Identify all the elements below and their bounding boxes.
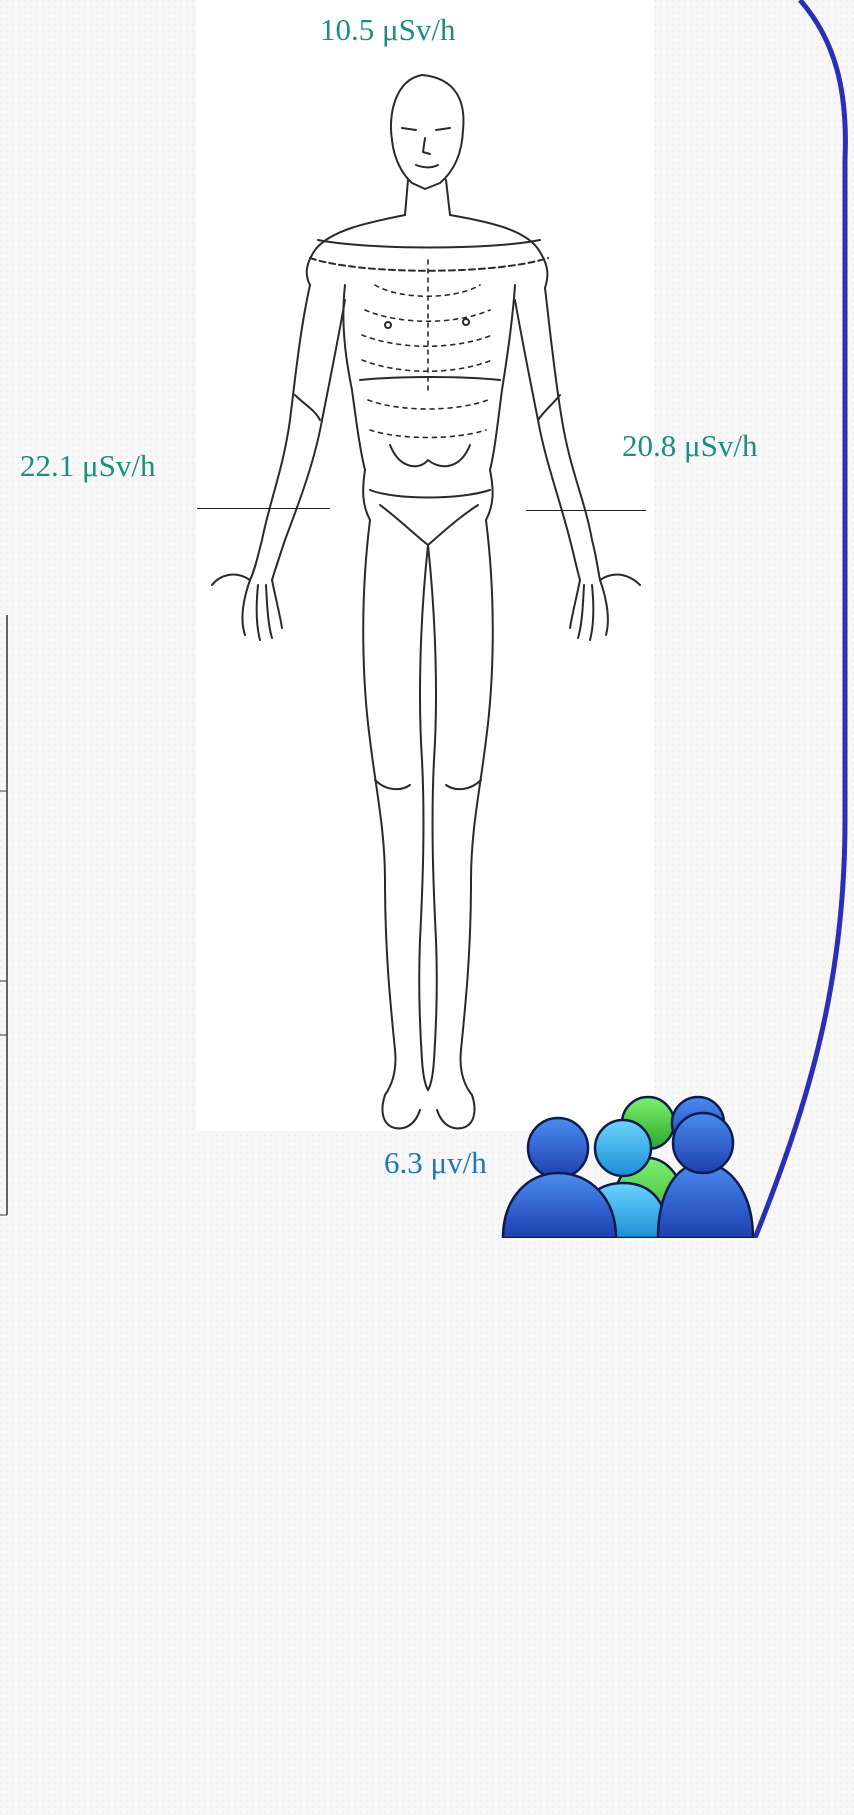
reading-head: 10.5 μSv/h bbox=[320, 14, 455, 45]
people-group-icon bbox=[498, 1088, 780, 1238]
reading-feet: 6.3 μv/h bbox=[384, 1147, 487, 1178]
table-edge bbox=[0, 615, 8, 1815]
human-body-figure bbox=[196, 0, 654, 1131]
reading-right-side: 22.1 μSv/h bbox=[20, 450, 155, 481]
marker-line-left-side bbox=[526, 510, 646, 511]
marker-line-right-side bbox=[197, 508, 330, 509]
reading-left-side: 20.8 μSv/h bbox=[622, 430, 757, 461]
